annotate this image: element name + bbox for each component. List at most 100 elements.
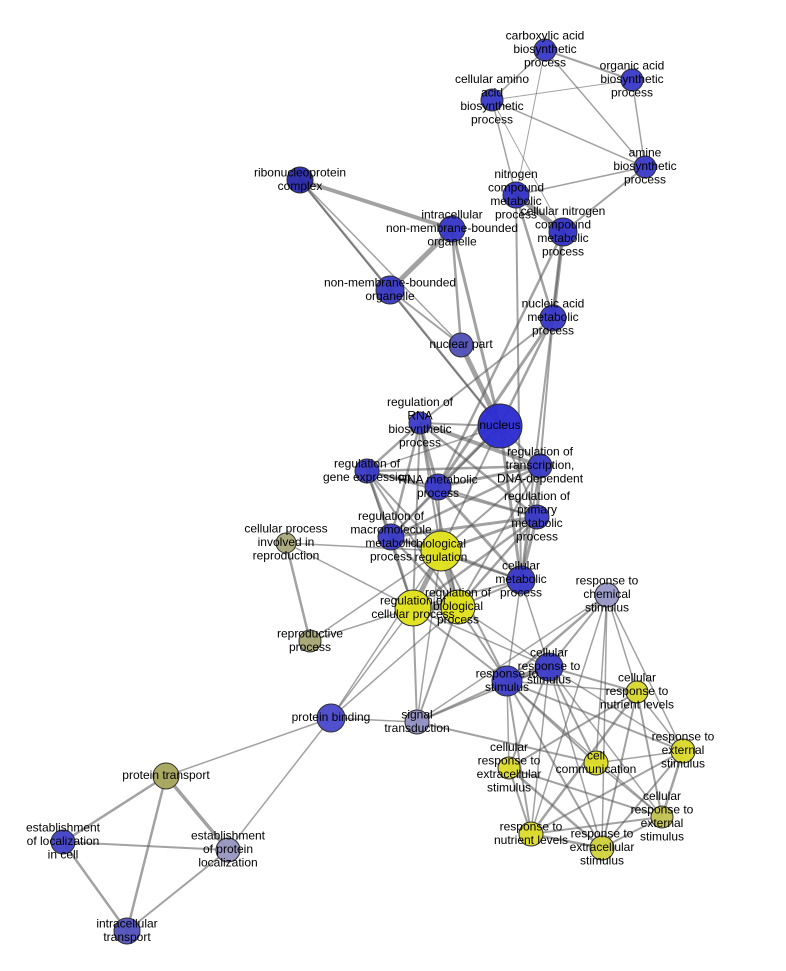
- graph-node-organic-acid-biosynthetic-process[interactable]: [620, 68, 644, 92]
- graph-node-non-membrane-bounded-organelle[interactable]: [375, 275, 405, 305]
- graph-node-protein-transport[interactable]: [152, 762, 180, 790]
- graph-node-cellular-process-involved-in-reproduction[interactable]: [275, 532, 297, 554]
- graph-edge: [450, 227, 463, 347]
- graph-node-regulation-of-macromolecule-metabolic-process[interactable]: [377, 523, 405, 551]
- graph-edge: [491, 49, 546, 101]
- graph-node-response-to-stimulus[interactable]: [491, 665, 523, 697]
- graph-node-protein-binding[interactable]: [316, 703, 346, 733]
- graph-edge: [506, 680, 603, 849]
- graph-node-intracellular-non-membrane-bounded-organelle[interactable]: [438, 215, 466, 243]
- graph-edge: [436, 316, 555, 489]
- graph-edge: [606, 594, 684, 752]
- graph-node-cellular-amino-acid-biosynthetic-process[interactable]: [480, 88, 504, 112]
- graph-node-establishment-of-localization-in-cell[interactable]: [50, 829, 76, 855]
- graph-edge: [165, 717, 332, 777]
- graph-node-nucleic-acid-metabolic-process[interactable]: [539, 304, 567, 332]
- graph-edge: [309, 550, 442, 642]
- graph-edge: [437, 486, 538, 518]
- graph-edge: [416, 606, 459, 723]
- graph-node-cellular-metabolic-process[interactable]: [506, 565, 536, 595]
- graph-edge: [416, 680, 508, 723]
- graph-edge: [508, 767, 663, 818]
- graph-edge: [227, 717, 332, 851]
- graph-node-regulation-of-rna-biosynthetic-process[interactable]: [408, 411, 432, 435]
- graph-node-cellular-response-to-external-stimulus[interactable]: [650, 805, 674, 829]
- graph-node-cellular-response-to-nutrient-levels[interactable]: [625, 680, 649, 704]
- graph-node-regulation-of-cellular-process[interactable]: [394, 589, 432, 627]
- graph-edge: [436, 464, 542, 489]
- graph-edge: [419, 317, 554, 424]
- graph-edge: [285, 542, 414, 609]
- graph-edge: [606, 594, 638, 693]
- graph-edge: [418, 421, 542, 468]
- graph-edge: [562, 166, 646, 233]
- graph-edge: [491, 99, 517, 196]
- graph-node-regulation-of-gene-expression[interactable]: [354, 458, 380, 484]
- graph-node-nitrogen-compound-metabolic-process[interactable]: [502, 181, 530, 209]
- graph-edge: [416, 594, 608, 723]
- graph-edge: [595, 762, 663, 818]
- graph-edge: [506, 680, 638, 693]
- graph-edge: [636, 691, 663, 818]
- graph-node-amine-biosynthetic-process[interactable]: [633, 155, 657, 179]
- graph-edge: [62, 841, 229, 851]
- graph-node-signal-transduction[interactable]: [404, 709, 430, 735]
- graph-edge: [548, 666, 684, 752]
- graph-edge: [366, 470, 459, 608]
- graph-node-establishment-of-protein-localization[interactable]: [215, 837, 241, 863]
- graph-edge: [491, 79, 633, 101]
- graph-edge: [416, 550, 442, 723]
- graph-node-regulation-of-transcription-dna-dependent[interactable]: [527, 453, 553, 479]
- graph-edge: [515, 166, 646, 196]
- graph-edge: [164, 774, 230, 852]
- graph-edge: [389, 515, 539, 539]
- graph-node-response-to-extracellular-stimulus[interactable]: [589, 835, 615, 861]
- graph-edge: [530, 816, 663, 835]
- graph-node-response-to-chemical-stimulus[interactable]: [594, 582, 620, 608]
- graph-edge: [61, 774, 168, 844]
- graph-node-biological-regulation[interactable]: [420, 530, 462, 572]
- graph-edge: [601, 594, 608, 849]
- node-label-regulation-of-rna-biosynthetic-process: regulation of: [387, 395, 454, 409]
- graph-edge: [530, 594, 608, 835]
- graph-node-intracellular-transport[interactable]: [113, 917, 141, 945]
- graph-edge: [491, 99, 564, 233]
- graph-edge: [298, 178, 454, 231]
- graph-node-cell-communication[interactable]: [583, 750, 609, 776]
- graph-node-nucleus[interactable]: [477, 403, 523, 449]
- graph-edge: [539, 317, 554, 467]
- graph-edge: [601, 750, 684, 849]
- graph-node-regulation-of-primary-metabolic-process[interactable]: [524, 504, 550, 530]
- graph-node-ribonucleoprotein-complex[interactable]: [286, 166, 314, 194]
- graph-edge: [544, 49, 646, 168]
- graph-edge: [548, 666, 597, 764]
- graph-edge: [544, 49, 633, 81]
- graph-node-cellular-response-to-extracellular-stimulus[interactable]: [497, 756, 521, 780]
- graph-node-response-to-external-stimulus[interactable]: [670, 738, 696, 764]
- graph-node-carboxylic-acid-biosynthetic-process[interactable]: [533, 38, 557, 62]
- graph-edge: [61, 840, 129, 933]
- graph-edge: [416, 721, 597, 764]
- graph-node-cellular-nitrogen-compound-metabolic-process[interactable]: [548, 217, 578, 247]
- graph-node-rna-metabolic-process[interactable]: [424, 473, 452, 501]
- graph-node-reproductive-process[interactable]: [298, 629, 322, 653]
- graph-node-cellular-response-to-stimulus[interactable]: [534, 652, 564, 682]
- graph-node-response-to-nutrient-levels[interactable]: [518, 821, 544, 847]
- graph-edge: [507, 766, 604, 850]
- graph-edge: [285, 542, 442, 552]
- graph-edge: [284, 541, 312, 643]
- node-label-cellular-amino-acid-biosynthetic-process: cellular amino: [455, 72, 529, 86]
- graph-edge: [330, 607, 414, 719]
- graph-edge: [595, 594, 608, 764]
- graph-edge: [388, 288, 502, 428]
- graph-edge: [506, 579, 522, 682]
- graph-edge: [330, 606, 459, 719]
- graph-node-nuclear-part[interactable]: [448, 332, 474, 358]
- graph-node-regulation-of-biological-process[interactable]: [440, 589, 476, 625]
- graph-edge: [299, 179, 462, 346]
- graph-edge: [126, 849, 229, 932]
- graph-edge: [440, 550, 508, 682]
- graph-edge: [440, 465, 541, 552]
- graph-edge: [389, 289, 462, 346]
